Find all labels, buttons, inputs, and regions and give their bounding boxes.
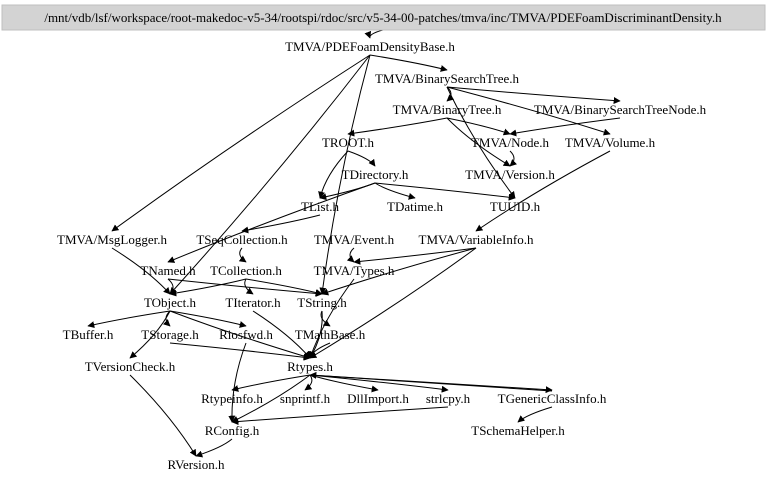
root-file-node[interactable]: /mnt/vdb/lsf/workspace/root-makedoc-v5-3… [44,10,722,25]
edge-tseqcoll-to-tcoll [238,247,247,263]
node-titerator[interactable]: TIterator.h [225,295,281,310]
node-tstorage[interactable]: TStorage.h [141,327,199,342]
edge-riosfwd-to-rconfig [228,342,247,423]
edges [87,29,621,458]
edge-bst-to-tuuid [446,86,516,199]
edge-bst-to-bt [446,86,455,102]
node-event[interactable]: TMVA/Event.h [314,232,395,247]
node-tcoll[interactable]: TCollection.h [210,263,282,278]
edge-varinfo-to-tstring [321,247,477,296]
node-tschema[interactable]: TSchemaHelper.h [471,423,565,438]
node-node[interactable]: TMVA/Node.h [471,135,550,150]
edge-tgci-to-rtypes [309,371,553,392]
edge-event-to-types [346,247,355,263]
node-bt[interactable]: TMVA/BinaryTree.h [393,102,502,117]
node-tstring[interactable]: TString.h [297,295,347,310]
edge-volume-to-varinfo [475,150,611,232]
edge-varinfo-to-types [353,247,477,265]
node-tlist[interactable]: TList.h [301,199,339,214]
edge-tdirectory-to-tlist [319,182,376,201]
edge-tdirectory-to-tnamed [167,182,376,263]
edge-pdefoam-to-bst [369,54,448,72]
edge-rtypes-to-strlcpy [309,374,449,393]
edge-tcoll-to-titerator [244,278,254,295]
edge-tobject-to-riosfwd [169,310,247,328]
node-tnamed[interactable]: TNamed.h [140,263,196,278]
node-rversion[interactable]: RVersion.h [167,457,225,472]
node-strlcpy[interactable]: strlcpy.h [426,391,471,406]
node-version[interactable]: TMVA/Version.h [465,167,555,182]
edge-tgci-to-tschema [517,406,553,423]
edge-rtypes-to-snprintf [304,374,313,391]
edge-tdirectory-to-tuuid [374,182,516,201]
node-snprintf[interactable]: snprintf.h [280,391,331,406]
edge-rtypes-to-rconfig [231,374,311,423]
node-rtypes[interactable]: Rtypes.h [287,359,333,374]
edge-tlist-to-tseqcoll [241,214,321,234]
node-types[interactable]: TMVA/Types.h [314,263,395,278]
edge-tcoll-to-tstring [245,278,323,296]
node-bst[interactable]: TMVA/BinarySearchTree.h [375,71,520,86]
edge-bt-to-node [446,117,511,136]
node-tseqcoll[interactable]: TSeqCollection.h [196,232,288,247]
edge-msglogger-to-tobject [111,247,171,295]
node-tmathbase[interactable]: TMathBase.h [295,327,366,342]
edge-root-to-pdefoam [364,29,384,39]
node-riosfwd[interactable]: Riosfwd.h [219,327,273,342]
node-tdatime[interactable]: TDatime.h [387,199,443,214]
edge-pdefoam-to-tstring [319,54,371,295]
edge-tobject-to-tstorage [163,310,171,327]
edge-bst-to-volume [446,86,611,136]
edge-titerator-to-rtypes [252,310,311,359]
edge-bst-to-bstnode [446,86,621,105]
node-troot[interactable]: TROOT.h [322,135,375,150]
node-msglogger[interactable]: TMVA/MsgLogger.h [57,232,167,247]
node-volume[interactable]: TMVA/Volume.h [565,135,656,150]
node-tobject[interactable]: TObject.h [144,295,197,310]
edge-tobject-to-tversioncheck [129,310,171,359]
node-tuuid[interactable]: TUUID.h [490,199,541,214]
node-tbuffer[interactable]: TBuffer.h [63,327,114,342]
edge-rconfig-to-rversion [195,438,233,458]
nodes: TMVA/PDEFoamDensityBase.hTMVA/BinarySear… [57,39,707,472]
edge-tdirectory-to-tdatime [374,182,416,200]
edge-varinfo-to-rtypes [309,247,477,359]
edge-tobject-to-rtypes [169,310,311,360]
node-pdefoam[interactable]: TMVA/PDEFoamDensityBase.h [285,39,455,54]
node-rtypeinfo[interactable]: Rtypeinfo.h [201,391,263,406]
edge-tnamed-to-tobject [167,278,177,295]
edge-tstorage-to-rtypes [169,342,311,361]
edge-types-to-rtypes [308,278,355,359]
edge-bt-to-troot [347,117,448,137]
edge-troot-to-tdirectory [347,150,376,167]
node-bstnode[interactable]: TMVA/BinarySearchTreeNode.h [534,102,707,117]
node-tgci[interactable]: TGenericClassInfo.h [498,391,607,406]
edge-tnamed-to-tstring [167,278,323,297]
edge-rtypes-to-rtypeinfo [231,374,311,392]
edge-strlcpy-to-rconfig [231,406,449,426]
edge-pdefoam-to-tobject [169,54,371,295]
node-tversioncheck[interactable]: TVersionCheck.h [85,359,176,374]
node-tdirectory[interactable]: TDirectory.h [342,167,409,182]
edge-pdefoam-to-msglogger [111,54,371,232]
edge-node-to-version [509,150,517,167]
edge-bstnode-to-node [509,117,621,137]
node-rconfig[interactable]: RConfig.h [205,423,260,438]
edge-tobject-to-tbuffer [87,310,171,329]
root-file-box[interactable] [1,4,766,31]
node-dllimport[interactable]: DllImport.h [347,391,409,406]
edge-bt-to-version [446,117,511,167]
edge-tcoll-to-tobject [169,278,247,297]
edge-tversioncheck-to-rversion [129,374,197,457]
node-varinfo[interactable]: TMVA/VariableInfo.h [419,232,534,247]
